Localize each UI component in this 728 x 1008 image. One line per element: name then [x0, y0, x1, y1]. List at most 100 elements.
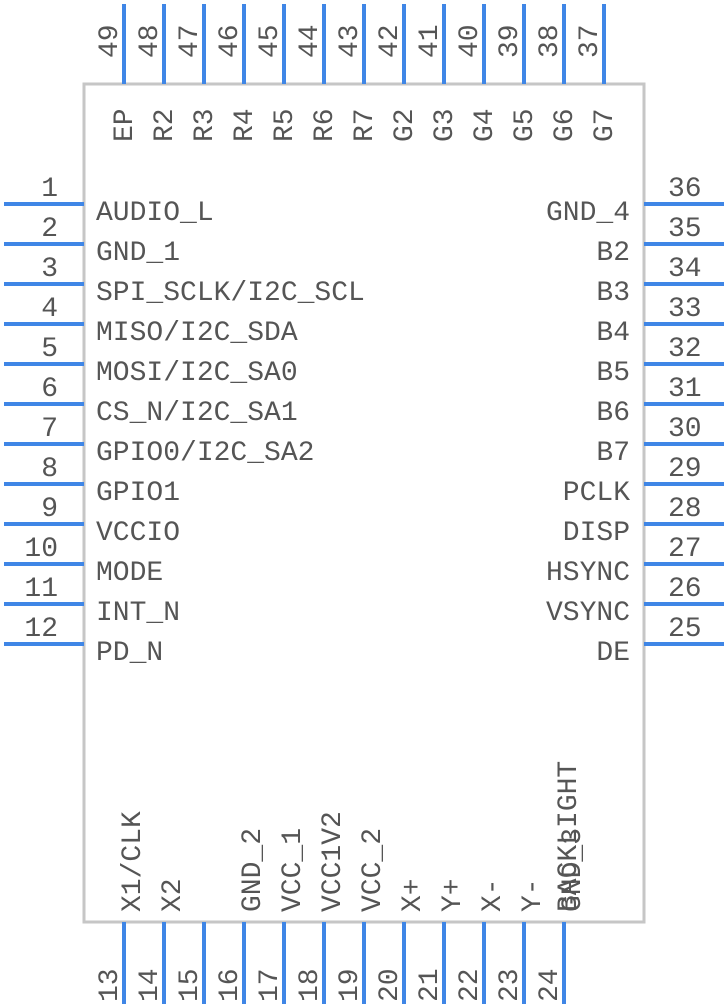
pin-name-label: AUDIO_L [96, 198, 214, 229]
pin-name-label: B2 [596, 238, 630, 269]
pin-name-label: B6 [596, 398, 630, 429]
pin-name-label: DISP [563, 518, 630, 549]
pin-name-label: Y- [518, 878, 549, 912]
pin-number: 18 [295, 968, 326, 1002]
pin-number: 26 [668, 574, 702, 605]
pin-name-label: SPI_SCLK/I2C_SCL [96, 278, 365, 309]
pin-name-label: MOSI/I2C_SA0 [96, 358, 298, 389]
pin-number: 11 [24, 574, 58, 605]
pin-name-label: VCCIO [96, 518, 180, 549]
pin-number: 43 [335, 24, 366, 58]
pin-name-label: GND_3 [558, 828, 589, 912]
pin-number: 47 [175, 24, 206, 58]
pin-number: 2 [41, 214, 58, 245]
pin-number: 8 [41, 454, 58, 485]
pin-name-label: MODE [96, 558, 163, 589]
pin-number: 30 [668, 414, 702, 445]
pin-number: 7 [41, 414, 58, 445]
pin-name-label: BACKLIGHT [554, 761, 585, 912]
pin-number: 37 [575, 24, 606, 58]
pin-number: 9 [41, 494, 58, 525]
pin-number: 46 [215, 24, 246, 58]
pin-name-label: X1/CLK [118, 811, 149, 912]
pin-name-label: VCC_1 [278, 828, 309, 912]
pin-number: 5 [41, 334, 58, 365]
pin-number: 23 [495, 968, 526, 1002]
pin-name-label: R3 [190, 108, 221, 142]
pin-number: 4 [41, 294, 58, 325]
pins-layer [4, 4, 724, 1004]
pin-number: 34 [668, 254, 702, 285]
pin-name-label: DE [596, 638, 630, 669]
pin-number: 17 [255, 968, 286, 1002]
pin-number: 36 [668, 174, 702, 205]
pin-name-label: G6 [550, 108, 581, 142]
pin-name-label: HSYNC [546, 558, 630, 589]
pin-number: 10 [24, 534, 58, 565]
pin-name-label: X- [478, 878, 509, 912]
pin-number: 3 [41, 254, 58, 285]
pin-name-label: MISO/I2C_SDA [96, 318, 298, 349]
pin-name-label: G7 [590, 108, 621, 142]
pin-name-label: GPIO0/I2C_SA2 [96, 438, 314, 469]
pin-name-label: R7 [350, 108, 381, 142]
pin-name-label: B3 [596, 278, 630, 309]
pin-number: 29 [668, 454, 702, 485]
pin-name-label: G3 [430, 108, 461, 142]
pin-name-label: Y+ [438, 878, 469, 912]
pin-number: 19 [335, 968, 366, 1002]
pin-name-label: VCC1V2 [318, 811, 349, 912]
pin-number: 44 [295, 24, 326, 58]
pin-name-label: X+ [398, 878, 429, 912]
pin-number: 6 [41, 374, 58, 405]
pin-name-label: EP [110, 108, 141, 142]
pin-name-label: G5 [510, 108, 541, 142]
pin-number: 48 [135, 24, 166, 58]
pin-name-label: B5 [596, 358, 630, 389]
pin-name-label: GPIO1 [96, 478, 180, 509]
pin-number: 14 [135, 968, 166, 1002]
pin-number: 32 [668, 334, 702, 365]
pin-number: 20 [375, 968, 406, 1002]
pin-name-label: GND_2 [238, 828, 269, 912]
pin-number: 33 [668, 294, 702, 325]
pin-name-label: X2 [158, 878, 189, 912]
pin-number: 45 [255, 24, 286, 58]
pin-number: 15 [175, 968, 206, 1002]
pin-number: 35 [668, 214, 702, 245]
pin-number: 16 [215, 968, 246, 1002]
pin-name-label: PD_N [96, 638, 163, 669]
pin-number: 49 [95, 24, 126, 58]
pin-number: 24 [535, 968, 566, 1002]
pin-number: 22 [455, 968, 486, 1002]
pin-name-label: CS_N/I2C_SA1 [96, 398, 298, 429]
pin-name-label: R5 [270, 108, 301, 142]
pin-name-label: GND_1 [96, 238, 180, 269]
pin-name-label: PCLK [563, 478, 630, 509]
pin-number: 1 [41, 174, 58, 205]
ic-body [82, 82, 646, 924]
pin-name-label: VCC_2 [358, 828, 389, 912]
pin-name-label: INT_N [96, 598, 180, 629]
pin-number: 12 [24, 614, 58, 645]
pin-number: 31 [668, 374, 702, 405]
pin-number: 21 [415, 968, 446, 1002]
pin-number: 39 [495, 24, 526, 58]
pin-name-label: G2 [390, 108, 421, 142]
pin-number: 25 [668, 614, 702, 645]
pin-number: 13 [95, 968, 126, 1002]
pin-name-label: R2 [150, 108, 181, 142]
pin-name-label: R4 [230, 108, 261, 142]
pin-name-label: B7 [596, 438, 630, 469]
pin-name-label: VSYNC [546, 598, 630, 629]
pin-name-label: G4 [470, 108, 501, 142]
pin-number: 40 [455, 24, 486, 58]
pin-number: 41 [415, 24, 446, 58]
pin-number: 28 [668, 494, 702, 525]
pin-name-label: GND_4 [546, 198, 630, 229]
pin-name-label: B4 [596, 318, 630, 349]
pin-number: 27 [668, 534, 702, 565]
pin-name-label: R6 [310, 108, 341, 142]
